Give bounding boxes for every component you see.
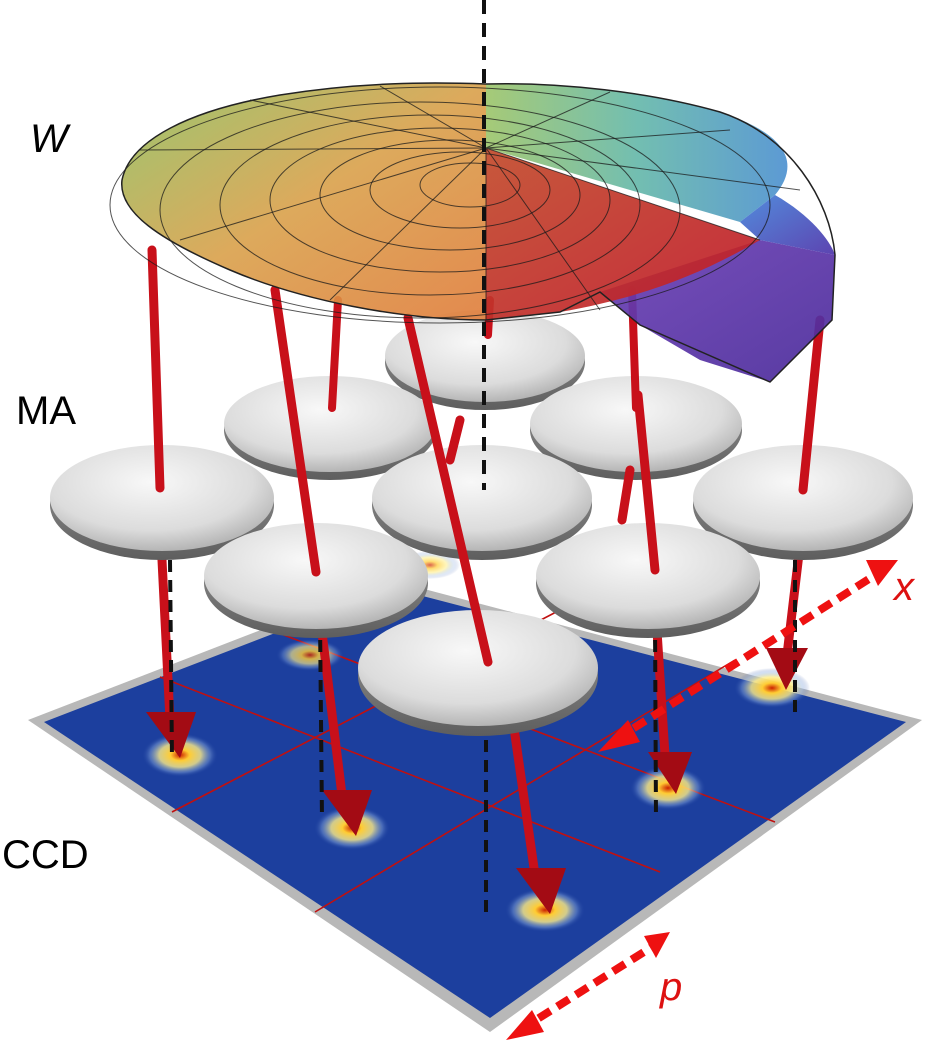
label-microlens-array: MA	[16, 389, 76, 433]
arrow-head-icon	[598, 720, 640, 752]
focal-spot	[505, 888, 585, 932]
label-axis-p: p	[659, 965, 682, 1009]
focal-spot	[276, 639, 344, 671]
focal-spot	[734, 668, 810, 708]
microlens-disc	[358, 610, 598, 736]
label-axis-x: x	[892, 565, 916, 609]
ray-arrow-icon	[766, 648, 808, 690]
microlens-disc	[204, 523, 428, 638]
microlens-array	[50, 245, 913, 736]
optical-axes	[168, 559, 797, 920]
microlens-disc	[50, 445, 274, 560]
x-axis-arrow	[598, 560, 898, 752]
ray-arrow-icon	[146, 712, 196, 758]
arrow-head-icon	[866, 560, 898, 586]
ray-arrow-icon	[516, 868, 566, 914]
ray-arrow-icon	[648, 752, 692, 794]
wavefront-surface	[109, 82, 836, 383]
microlens-disc	[536, 523, 760, 638]
label-detector: CCD	[2, 833, 89, 877]
microlens-disc	[530, 376, 742, 480]
p-axis-arrow	[506, 932, 670, 1040]
focal-spot	[630, 766, 706, 810]
microlens-disc	[372, 445, 592, 560]
ray-arrowheads	[146, 648, 808, 914]
label-wavefront: W	[30, 117, 71, 161]
arrow-head-icon	[506, 1010, 544, 1040]
microlens-disc	[693, 445, 913, 560]
microlens-disc	[224, 376, 436, 480]
ray-arrow-icon	[322, 790, 372, 836]
arrow-head-icon	[644, 932, 670, 958]
